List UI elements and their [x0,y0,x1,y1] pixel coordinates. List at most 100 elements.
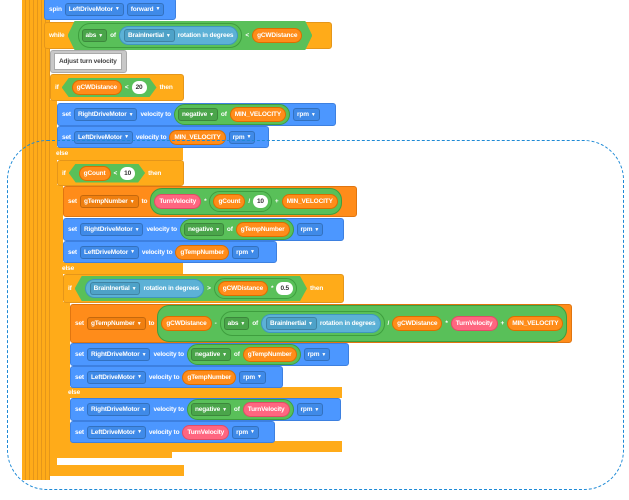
add-op[interactable]: TurnVelocity* gCount/10 +MIN_VELOCITY [150,188,342,215]
number-input[interactable]: 20 [132,81,147,94]
sensor-reporter[interactable]: BrainInertial▼rotation in degrees [85,279,204,298]
chevron-down-icon: ▼ [124,134,129,140]
compare-condition[interactable]: BrainInertial▼rotation in degrees > gCWD… [75,276,307,301]
number-input[interactable]: 0.5 [276,282,293,295]
motor-dropdown[interactable]: RightDriveMotor▼ [73,108,138,121]
compare-condition[interactable]: gCount<10 [69,164,145,183]
set-velocity-block[interactable]: set LeftDriveMotor▼ velocity to gTempNum… [63,241,277,263]
motor-dropdown[interactable]: RightDriveMotor▼ [86,403,151,416]
variable-reporter[interactable]: MIN_VELOCITY [281,194,338,209]
kw-set: set [75,351,84,358]
sensor-reporter[interactable]: BrainInertial▼rotation in degrees [261,314,381,333]
negative-dropdown[interactable]: negative▼ [190,403,231,416]
abs-dropdown[interactable]: abs▼ [82,29,108,42]
kw-set: set [68,248,77,256]
myblock-param[interactable]: TurnVelocity [154,194,202,209]
variable-reporter[interactable]: gCWDistance [72,80,122,95]
units-dropdown[interactable]: rpm▼ [296,223,324,236]
set-velocity-block[interactable]: set LeftDriveMotor▼ velocity to MIN_VELO… [57,126,269,148]
units-dropdown[interactable]: rpm▼ [228,130,256,144]
variable-reporter[interactable]: gCWDistance [392,316,443,331]
negative-dropdown[interactable]: negative▼ [190,348,231,361]
divide-op[interactable]: gCount/10 [209,191,272,212]
abs-label: abs [85,32,97,39]
variable-reporter[interactable]: gCWDistance [161,316,212,331]
set-velocity-block[interactable]: set LeftDriveMotor▼ velocity to gTempNum… [70,366,283,388]
kw-velocity-to: velocity to [140,111,171,118]
compare-condition[interactable]: abs▼of BrainInertial▼rotation in degrees… [68,21,313,50]
variable-reporter[interactable]: gTempNumber [242,347,297,362]
negative-dropdown[interactable]: negative▼ [183,223,224,236]
variable-reporter[interactable]: gCWDistance [218,281,268,296]
sensor-reporter[interactable]: BrainInertial▼rotation in degrees [119,26,238,45]
motor-dropdown[interactable]: LeftDriveMotor▼ [73,130,133,144]
abs-dropdown[interactable]: abs▼ [223,317,250,330]
abs-op[interactable]: abs▼of BrainInertial▼rotation in degrees [219,311,385,336]
negative-dropdown[interactable]: negative▼ [177,108,218,121]
motor-dropdown[interactable]: RightDriveMotor▼ [79,223,144,236]
myblock-param[interactable]: TurnVelocity [242,402,290,417]
motor-dropdown[interactable]: RightDriveMotor▼ [86,348,151,361]
variable-reporter[interactable]: gTempNumber [235,222,290,237]
motor-dropdown[interactable]: LeftDriveMotor▼ [79,245,139,259]
variable-reporter[interactable]: MIN_VELOCITY [229,107,286,122]
variable-reporter[interactable]: MIN_VELOCITY [507,316,564,331]
motor-dropdown[interactable]: LeftDriveMotor▼ [86,370,146,384]
motor-dropdown[interactable]: LeftDriveMotor▼ [86,425,146,439]
motor-dropdown[interactable]: LeftDriveMotor▼ [64,2,124,16]
sensor-dropdown[interactable]: BrainInertial▼ [266,317,317,330]
set-velocity-block[interactable]: set RightDriveMotor▼ velocity to negativ… [70,343,349,366]
comment-text[interactable]: Adjust turn velocity [54,53,122,70]
comment-block[interactable]: Adjust turn velocity [50,50,127,73]
property-label: rotation in degrees [143,285,200,292]
sensor-dropdown[interactable]: BrainInertial▼ [90,282,141,295]
set-velocity-block[interactable]: set RightDriveMotor▼ velocity to negativ… [70,398,341,421]
multiply-op[interactable]: gCWDistance*0.5 [214,278,297,299]
units-dropdown[interactable]: rpm▼ [232,245,259,259]
units-dropdown[interactable]: rpm▼ [296,403,324,416]
direction-dropdown[interactable]: forward▼ [126,2,165,16]
compare-condition[interactable]: gCWDistance<20 [62,78,157,97]
kw-then: then [159,84,173,91]
chevron-down-icon: ▼ [155,6,161,12]
units-dropdown[interactable]: rpm▼ [232,425,259,439]
kw-set: set [75,406,84,413]
myblock-param[interactable]: TurnVelocity [182,424,230,440]
set-variable-block[interactable]: set gTempNumber▼ to gCWDistance- abs▼of … [70,304,573,343]
kw-then: then [148,169,162,177]
sensor-dropdown[interactable]: BrainInertial▼ [124,29,175,42]
variable-reporter[interactable]: MIN_VELOCITY [169,129,226,145]
set-velocity-block[interactable]: set RightDriveMotor▼ velocity to negativ… [57,103,336,126]
motor-label: RightDriveMotor [90,351,140,358]
set-velocity-block[interactable]: set LeftDriveMotor▼ velocity to TurnVelo… [70,421,275,443]
number-input[interactable]: 10 [120,167,135,180]
variable-reporter[interactable]: gCount [79,166,111,181]
add-op[interactable]: gCWDistance- abs▼of BrainInertial▼rotati… [157,305,568,342]
variable-reporter[interactable]: gTempNumber [182,369,237,385]
number-input[interactable]: 10 [252,195,268,208]
variable-dropdown[interactable]: gTempNumber▼ [86,317,146,330]
set-variable-block[interactable]: set gTempNumber▼ to TurnVelocity* gCount… [63,186,357,217]
units-dropdown[interactable]: rpm▼ [293,108,320,121]
kw-set: set [62,133,71,141]
abs-op[interactable]: abs▼of BrainInertial▼rotation in degrees [78,23,243,48]
units-dropdown[interactable]: rpm▼ [303,348,331,361]
direction-label: forward [130,5,154,13]
spin-block[interactable]: spin LeftDriveMotor▼ forward▼ [44,0,176,20]
variable-reporter[interactable]: gTempNumber [175,244,230,260]
if-block[interactable]: if gCount<10 then [57,160,184,186]
variable-reporter[interactable]: gCWDistance [252,28,302,43]
variable-dropdown[interactable]: gTempNumber▼ [79,195,139,208]
myblock-param[interactable]: TurnVelocity [450,316,498,331]
if-block[interactable]: if BrainInertial▼rotation in degrees > g… [63,274,344,303]
units-dropdown[interactable]: rpm▼ [239,370,266,384]
while-block[interactable]: while abs▼of BrainInertial▼rotation in d… [44,22,332,49]
if-block[interactable]: if gCWDistance<20 then [50,74,184,101]
kw-spin: spin [49,5,62,13]
variable-reporter[interactable]: gCount [213,194,246,209]
set-velocity-block[interactable]: set RightDriveMotor▼ velocity to negativ… [63,218,344,241]
